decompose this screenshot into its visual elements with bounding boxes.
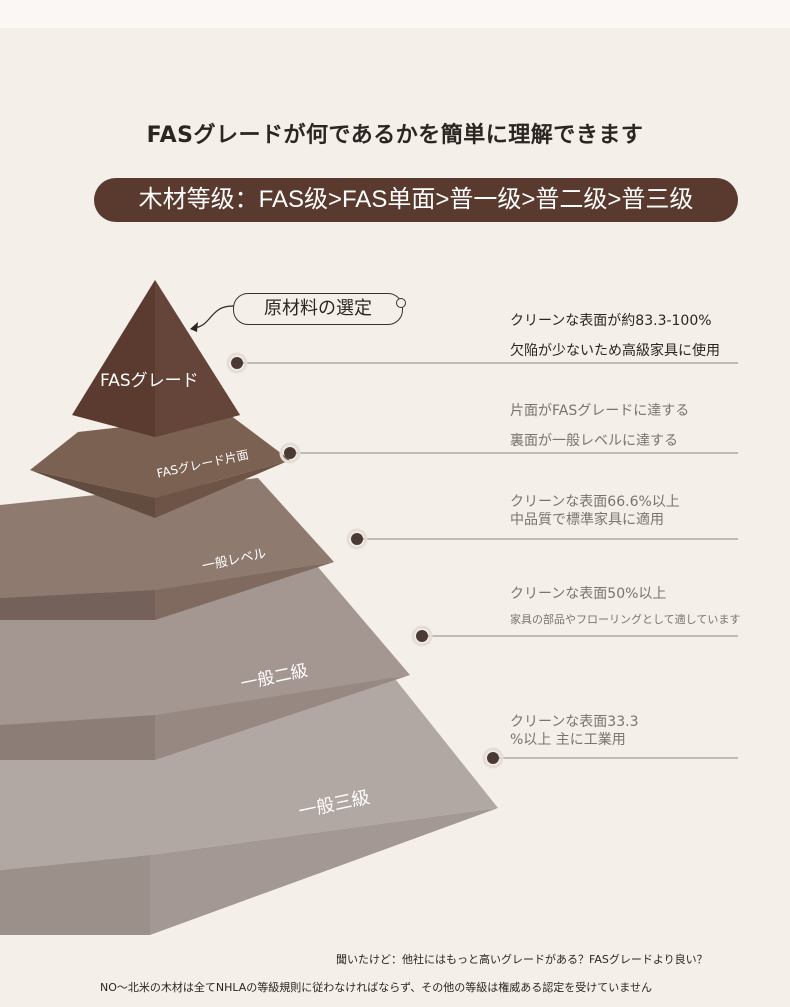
pyramid-tier-1-shade	[155, 280, 240, 437]
tier-4-desc-line-2: 家具の部品やフローリングとして適しています	[510, 613, 741, 626]
page-title: FASグレードが何であるかを簡単に理解できます	[146, 123, 644, 148]
tier-3-desc-line-1: クリーンな表面66.6%以上	[510, 494, 680, 510]
pyramid-tier-4-front	[155, 675, 410, 760]
callout-arrow	[193, 305, 235, 329]
tier-1-desc-line-2: 欠陥が少ないため高級家具に使用	[510, 343, 720, 359]
pyramid-tier-3-front	[155, 562, 334, 620]
leader-dot-5	[487, 752, 499, 764]
tier-3-desc-line-2: 中品質で標準家具に適用	[510, 512, 664, 528]
callout-arrowhead	[190, 322, 198, 332]
tier-label-fas: FASグレード	[100, 371, 199, 391]
footer-note-1: 聞いたけど：他社にはもっと高いグレードがある？FASグレードより良い？	[336, 953, 708, 966]
leader-dot-1	[231, 357, 243, 369]
pyramid-tier-2-side	[30, 470, 155, 518]
raw-material-callout: 原材料の選定	[233, 293, 406, 325]
footer-note-2: NO～北米の木材は全てNHLAの等級規則に従わなければならず、その他の等級は権威…	[100, 981, 652, 994]
leader-dot-4	[416, 630, 428, 642]
leader-dot-2	[284, 447, 296, 459]
grade-order-banner: 木材等级：FAS级>FAS单面>普一级>普二级>普三级	[94, 178, 738, 222]
tier-1-desc-line-1: クリーンな表面が約83.3-100%	[510, 313, 712, 329]
pyramid-tier-2-front	[155, 460, 290, 518]
pyramid-tier-4-side	[0, 715, 155, 760]
top-band	[0, 0, 790, 28]
leader-dot-3	[351, 533, 363, 545]
tier-4-desc-line-1: クリーンな表面50%以上	[510, 586, 667, 602]
pyramid-tier-3-side	[0, 590, 155, 620]
tier-5-desc-line-1: クリーンな表面33.3	[510, 714, 639, 730]
pyramid-tier-2-top	[30, 415, 290, 498]
tier-5-desc-line-2: %以上 主に工業用	[510, 732, 626, 748]
pyramid-tier-5-front	[150, 808, 498, 935]
pyramid-tier-5-side	[0, 855, 150, 935]
tier-2-desc-line-1: 片面がFASグレードに達する	[510, 403, 690, 419]
tier-2-desc-line-2: 裏面が一般レベルに達する	[510, 433, 678, 449]
pyramid-tier-3-top	[0, 478, 334, 598]
